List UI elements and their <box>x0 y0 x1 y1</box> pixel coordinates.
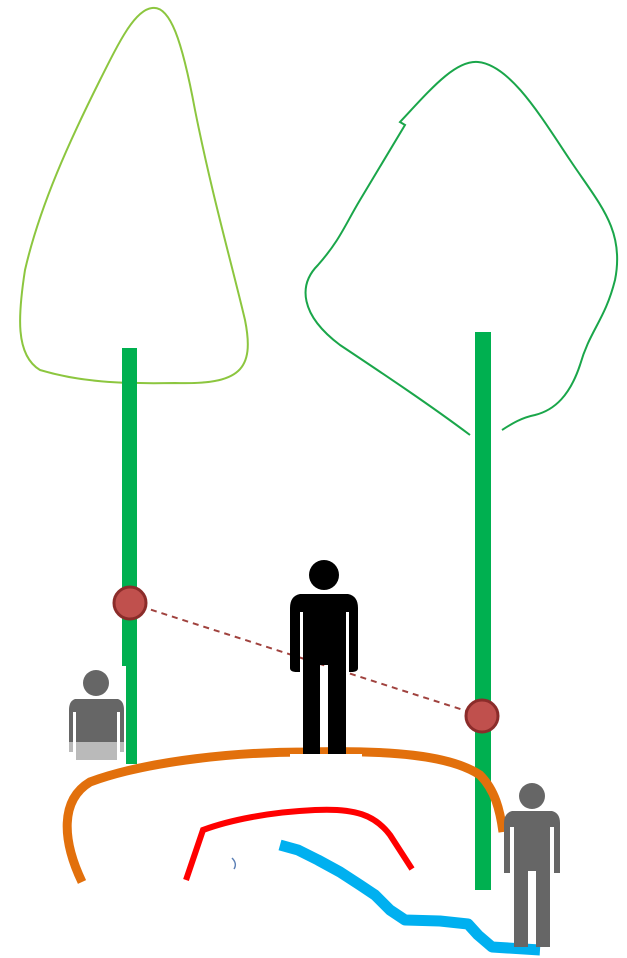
left-tree-canopy <box>19 6 249 385</box>
seated-person-left <box>66 670 126 762</box>
ground-curve <box>62 747 508 884</box>
sight-line <box>129 602 483 717</box>
right-tree-trunk <box>475 332 491 890</box>
person-head <box>309 560 339 590</box>
person-body <box>504 811 560 947</box>
red-path <box>183 806 415 881</box>
small-mark <box>231 857 237 870</box>
water-path <box>278 839 541 956</box>
right-tree <box>304 60 619 890</box>
person-head <box>83 670 109 696</box>
left-tree-trunk-lower <box>126 664 137 764</box>
person-head <box>519 783 545 809</box>
person-base <box>290 754 362 760</box>
left-tree <box>19 6 249 764</box>
marker-right-trunk <box>464 698 500 734</box>
person-body <box>290 594 358 758</box>
standing-person-center <box>290 560 362 760</box>
standing-person-right <box>504 783 560 947</box>
marker-left-trunk <box>112 585 148 621</box>
person-fade <box>66 742 126 762</box>
right-tree-canopy <box>304 60 619 436</box>
